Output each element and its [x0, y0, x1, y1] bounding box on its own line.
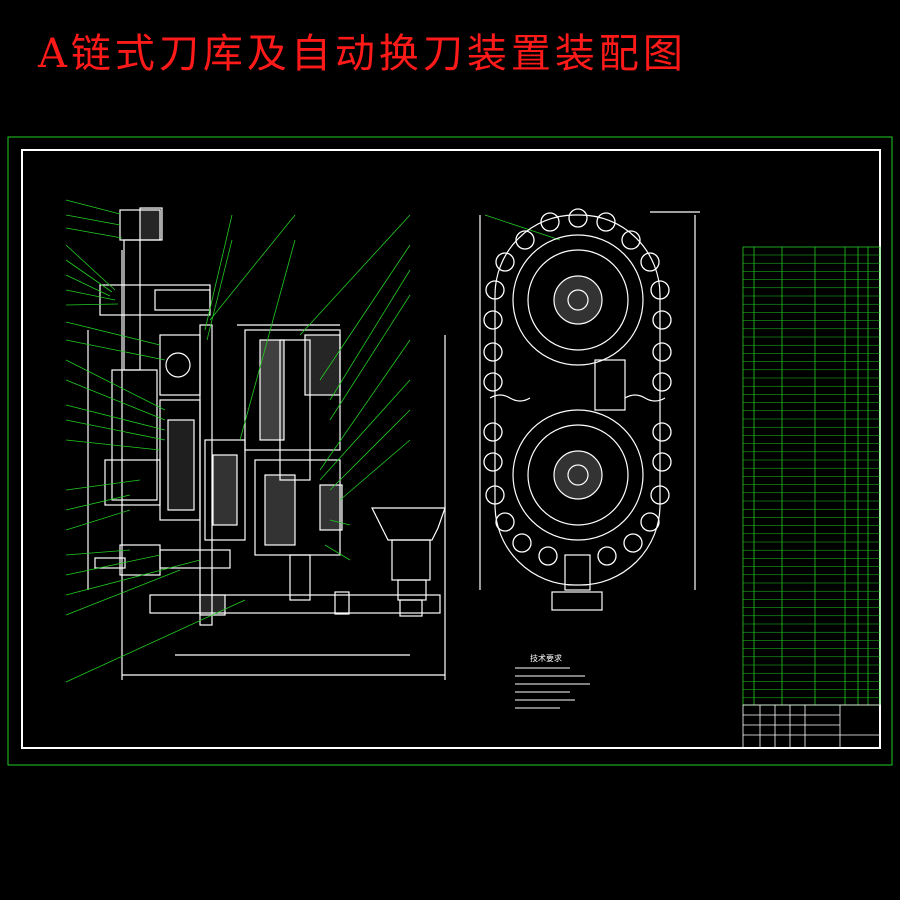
technical-requirements-heading: 技术要求: [530, 653, 562, 663]
section-view: [87, 207, 446, 680]
title-block: [742, 704, 881, 749]
drawing-title: A链式刀库及自动换刀装置装配图: [38, 31, 687, 77]
parts-list-table: [742, 246, 881, 706]
technical-requirements: 技术要求: [515, 653, 590, 709]
tool-pockets: [483, 208, 672, 566]
chain-magazine-view: [479, 211, 700, 611]
parts-list-rows: [743, 254, 880, 699]
leader-lines: [65, 199, 561, 683]
outer-sheet-border: [7, 136, 893, 766]
